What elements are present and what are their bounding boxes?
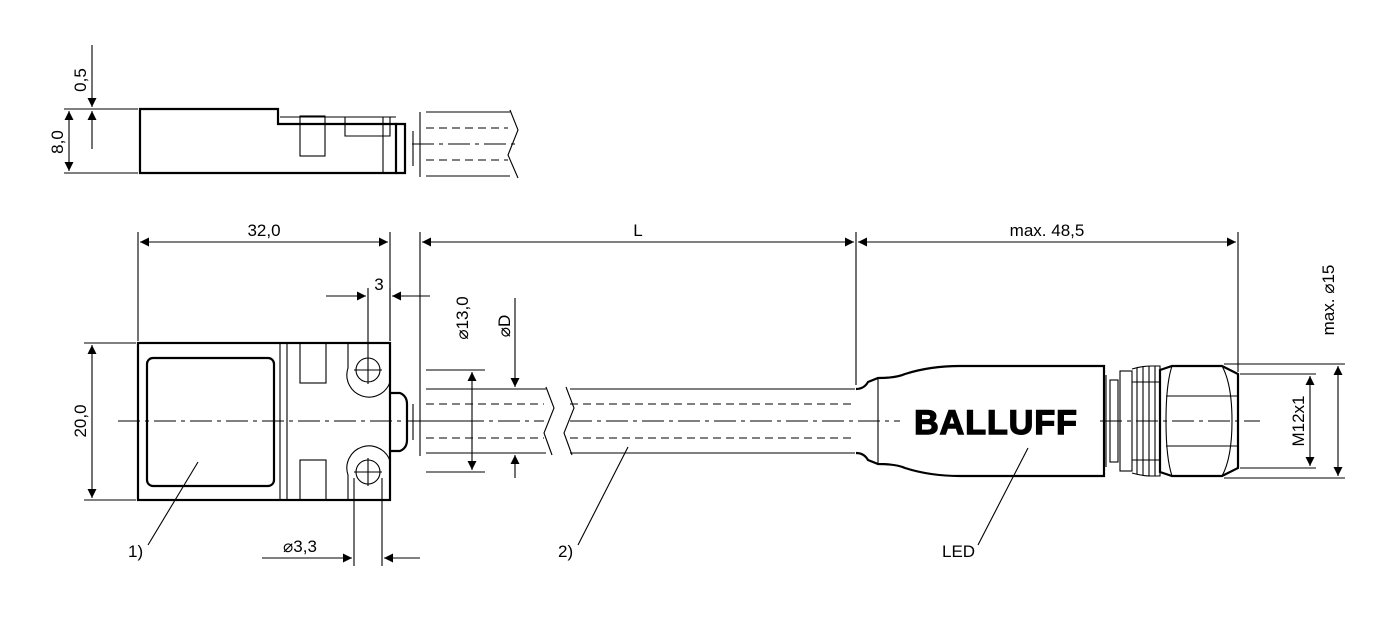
dim-thread: M12x1 — [1289, 395, 1308, 446]
dim-slot-diameter: ⌀13,0 — [453, 296, 472, 339]
connector-diameter-value: 15 — [1319, 265, 1338, 284]
sensor-body — [118, 341, 470, 502]
diameter-symbol: ⌀ — [495, 327, 514, 337]
cable-diameter-value: D — [495, 315, 514, 327]
diameter-symbol: ⌀ — [283, 537, 293, 556]
callout-sensor: 1) — [128, 542, 143, 561]
side-dimensions: 0,5 8,0 — [48, 45, 138, 174]
side-view — [138, 107, 520, 179]
dim-connector-diameter: max. ⌀15 — [1319, 265, 1338, 336]
dim-hole-diameter: ⌀3,3 — [283, 537, 317, 556]
callouts: 1) 2) LED — [128, 446, 1029, 561]
dim-connector-length: max. 48,5 — [1010, 221, 1085, 240]
dim-hole-offset: 3 — [374, 275, 383, 294]
connector-diameter-prefix: max. — [1319, 299, 1338, 336]
diameter-symbol: ⌀ — [453, 329, 472, 339]
dim-top-thickness: 0,5 — [71, 68, 90, 92]
balluff-logo: BALLUFF — [914, 404, 1078, 442]
dim-length: 32,0 — [247, 221, 280, 240]
callout-led: LED — [942, 542, 975, 561]
connector: BALLUFF — [855, 364, 1260, 478]
dim-cable-diameter: ⌀D — [495, 315, 514, 338]
dim-height: 8,0 — [48, 130, 67, 154]
cable — [426, 386, 900, 456]
diameter-symbol: ⌀ — [1319, 284, 1338, 294]
hole-diameter-value: 3,3 — [293, 537, 317, 556]
dim-width: 20,0 — [71, 404, 90, 437]
front-dimensions: 32,0 L max. 48,5 3 ⌀13,0 ⌀D max. ⌀15 — [71, 221, 1345, 566]
dim-cable-length: L — [633, 221, 642, 240]
slot-diameter-value: 13,0 — [453, 296, 472, 329]
callout-cable: 2) — [558, 542, 573, 561]
